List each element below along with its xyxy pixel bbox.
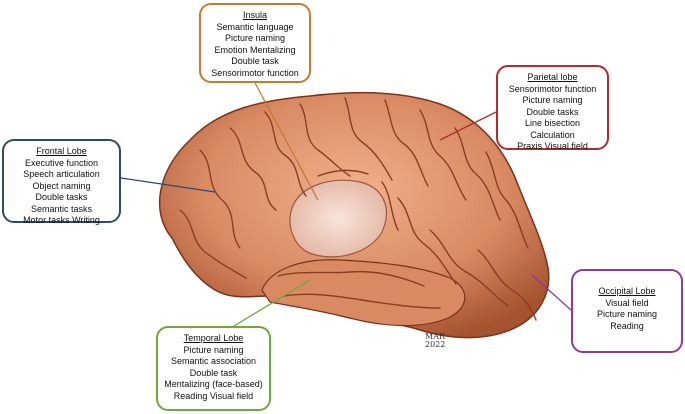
temporal-connector: [233, 279, 311, 327]
parietal-line: Calculation: [530, 129, 575, 140]
temporal-line: Reading Visual field: [173, 390, 254, 401]
occipital-line: Picture naming: [596, 309, 658, 319]
temporal-line: Double task: [189, 367, 238, 378]
parietal-line: Praxis Visual field: [517, 141, 588, 151]
parietal-line: Picture naming: [522, 95, 583, 105]
gyri: [179, 97, 537, 321]
parietal-line: Line bisection: [524, 118, 581, 128]
frontal-line: Motor tasks Writing: [23, 215, 100, 225]
insula-line: Sensorimotor function: [211, 67, 299, 78]
temporal-line: Picture naming: [183, 344, 244, 355]
frontal-line: Double tasks: [35, 192, 88, 202]
frontal-connector: [120, 177, 216, 193]
occipital-line: Visual field: [605, 297, 649, 308]
signature-line: 2022: [425, 340, 446, 349]
insula-connector: [254, 82, 319, 201]
frontal-line: Executive function: [24, 157, 99, 168]
parietal-line: Sensorimotor function: [508, 83, 597, 94]
occipital-title: Occipital Lobe: [598, 286, 656, 296]
parietal-title: Parietal lobe: [527, 72, 578, 82]
temporal-line: Mentalizing (face-based): [164, 379, 263, 389]
parietal-line: Double tasks: [526, 106, 579, 117]
temporal-lobe: [261, 259, 466, 327]
frontal-line: Speech articulation: [23, 169, 100, 179]
frontal-line: Semantic tasks: [30, 203, 93, 214]
insula-line: Emotion Mentalizing: [214, 44, 296, 55]
insula-title: Insula: [242, 10, 268, 20]
temporal-line: Semantic association: [170, 356, 257, 366]
insula-line: Double task: [231, 56, 279, 66]
insula-label-box: Insula Semantic language Picture naming …: [199, 3, 311, 83]
frontal-line: Object naming: [32, 180, 91, 191]
temporal-title: Temporal Lobe: [183, 333, 244, 343]
insula-line: Picture naming: [224, 33, 286, 43]
parietal-connector: [439, 111, 497, 141]
parietal-label-box: Parietal lobe Sensorimotor function Pict…: [496, 65, 609, 151]
occipital-line: Reading: [610, 320, 644, 331]
signature-line: MAR: [425, 332, 445, 341]
frontal-title: Frontal Lobe: [36, 146, 87, 156]
artist-signature: MAR 2022: [425, 333, 445, 349]
frontal-label-box: Frontal Lobe Executive function Speech a…: [2, 139, 121, 225]
occipital-label-box: Occipital Lobe Visual field Picture nami…: [571, 269, 683, 353]
insula-line: Semantic language: [216, 21, 294, 32]
occipital-connector: [531, 274, 572, 311]
temporal-label-box: Temporal Lobe Picture naming Semantic as…: [156, 326, 271, 411]
insula-region: [289, 179, 387, 258]
